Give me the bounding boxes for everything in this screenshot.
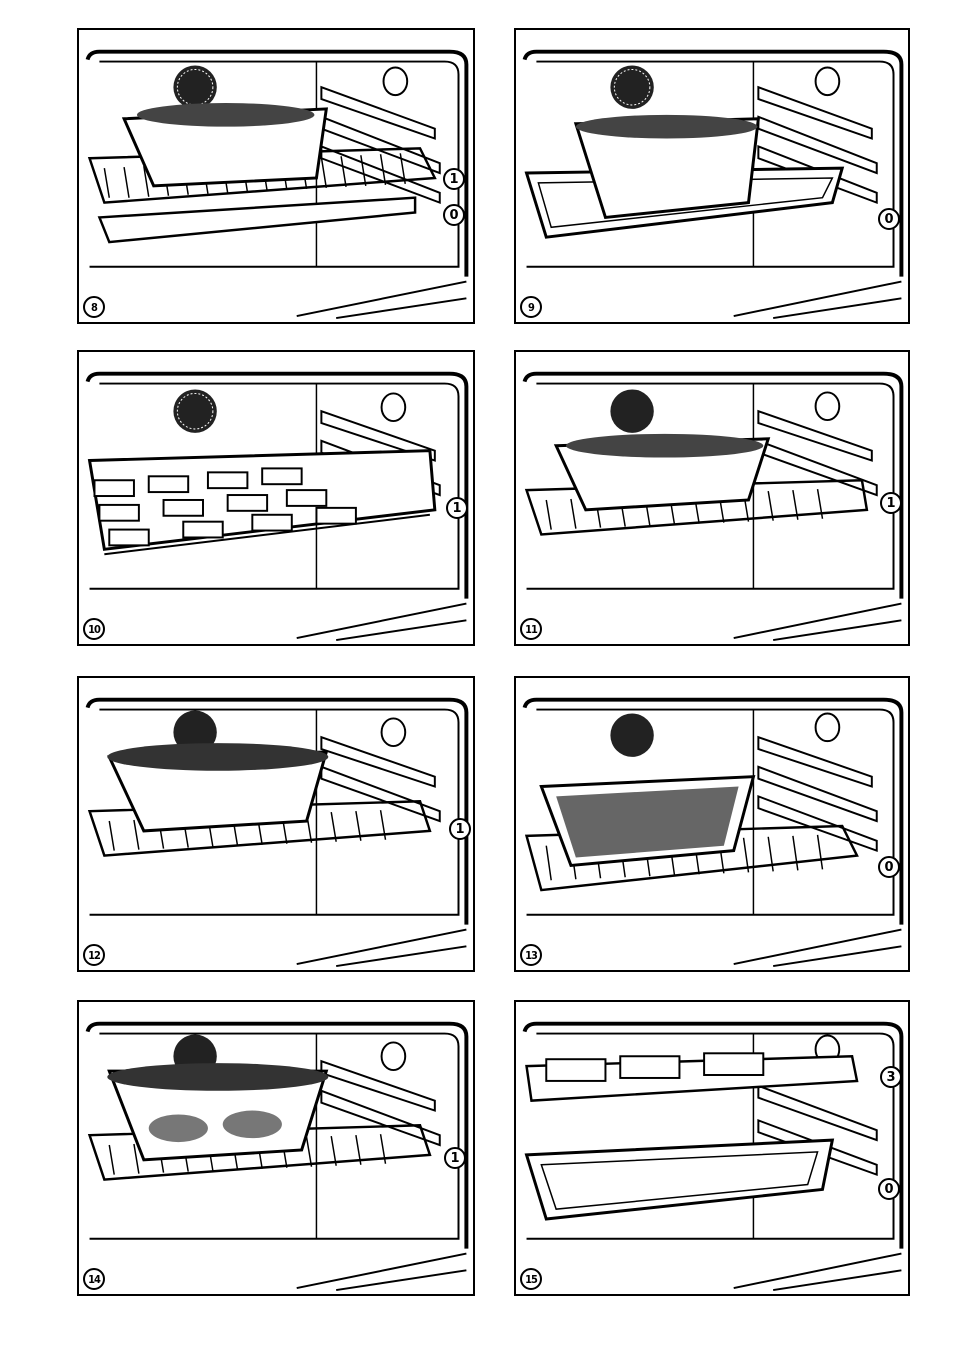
fan-grille-icon (610, 389, 653, 432)
figure-number-badge: 8 (83, 296, 105, 318)
figure-11: 1 11 (514, 350, 910, 646)
oven-lamp-icon (816, 67, 840, 95)
shelf-position-badge: 1 (443, 168, 465, 190)
shelf-position-badge: 1 (449, 818, 471, 840)
oven-lamp-icon (384, 67, 408, 95)
oven-lamp-icon (382, 718, 406, 746)
oven-interior-illustration (79, 30, 473, 322)
shelf-position-badge: 0 (878, 856, 900, 878)
baking-tray-icon (527, 1140, 833, 1219)
shelf-position-badge: 0 (878, 208, 900, 230)
figure-number-badge: 11 (520, 618, 542, 640)
figure-13: 0 13 (514, 676, 910, 972)
oven-interior-illustration (79, 678, 473, 970)
oven-lamp-icon (382, 393, 406, 421)
shelf-position-badge: 0 (443, 204, 465, 226)
dish-icon (124, 103, 326, 186)
oven-interior-illustration (79, 1002, 473, 1294)
figure-10: 1 10 (77, 350, 475, 646)
dish-icon (556, 434, 768, 510)
shelf-position-badge: 1 (444, 1147, 466, 1169)
fan-grille-icon (610, 66, 653, 109)
dish-icon (107, 1063, 328, 1160)
figure-12: 1 12 (77, 676, 475, 972)
fan-grille-icon (610, 714, 653, 757)
dish-icon (107, 743, 328, 831)
shelf-position-badge: 3 (880, 1066, 902, 1088)
figure-number-badge: 15 (520, 1268, 542, 1290)
fan-grille-icon (173, 389, 216, 432)
oven-interior-illustration (516, 30, 908, 322)
figure-number-badge: 9 (520, 296, 542, 318)
figure-number-badge: 13 (520, 944, 542, 966)
figure-number-badge: 14 (83, 1268, 105, 1290)
fan-grille-icon (173, 66, 216, 109)
oven-interior-illustration (79, 352, 473, 644)
shelf-position-badge: 1 (446, 497, 468, 519)
oven-lamp-icon (816, 714, 840, 742)
shelf-position-badge: 0 (878, 1178, 900, 1200)
figure-9: 0 9 (514, 28, 910, 324)
shelf-position-badge: 1 (880, 492, 902, 514)
figure-number-badge: 12 (83, 944, 105, 966)
oven-interior-illustration (516, 352, 908, 644)
oven-interior-illustration (516, 678, 908, 970)
figure-8: 1 0 8 (77, 28, 475, 324)
oven-interior-illustration (516, 1002, 908, 1294)
figure-14: 1 14 (77, 1000, 475, 1296)
figure-15: 3 0 15 (514, 1000, 910, 1296)
baking-tray-icon (99, 198, 415, 242)
dish-icon (576, 115, 759, 218)
oven-lamp-icon (816, 392, 840, 420)
dish-icon (541, 777, 753, 866)
figure-number-badge: 10 (83, 618, 105, 640)
oven-lamp-icon (382, 1042, 406, 1070)
